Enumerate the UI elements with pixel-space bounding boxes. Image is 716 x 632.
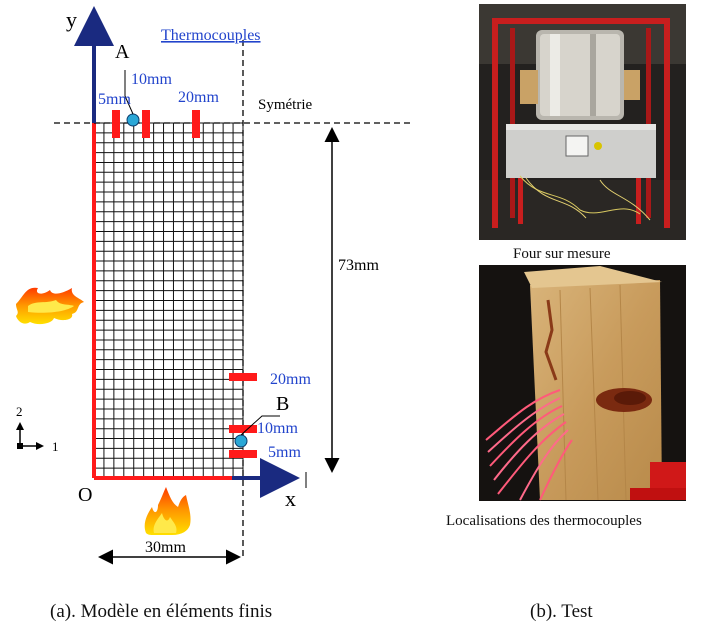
right-label-10mm: 10mm — [257, 420, 298, 437]
y-axis-label: y — [66, 7, 77, 32]
thermocouple-right-10mm — [229, 425, 257, 433]
x-axis-label: x — [285, 486, 296, 511]
point-a-leader — [124, 70, 134, 115]
flame-bottom-icon — [144, 487, 191, 535]
wood-photo — [479, 265, 686, 501]
sensor-point-b — [234, 434, 248, 448]
thermocouple-top-20mm — [192, 110, 200, 138]
oven-photo-caption: Four sur mesure — [513, 246, 611, 262]
right-label-20mm: 20mm — [270, 371, 311, 388]
oven-photo — [479, 4, 686, 240]
thermocouples-link[interactable]: Thermocouples — [161, 27, 261, 44]
point-b-leader — [240, 415, 280, 436]
triad-label-2: 2 — [16, 404, 23, 419]
sensor-point-a — [126, 113, 140, 127]
point-a-label: A — [115, 41, 130, 63]
caption-right: (b). Test — [530, 601, 593, 622]
origin-label: O — [78, 484, 92, 506]
top-label-20mm: 20mm — [178, 89, 219, 106]
point-b-label: B — [276, 393, 289, 415]
thermocouple-top-10mm — [142, 110, 150, 138]
thermocouple-top-5mm — [112, 110, 120, 138]
triad-label-1: 1 — [52, 439, 59, 454]
height-label: 73mm — [338, 257, 379, 274]
flame-left-icon — [16, 287, 84, 325]
right-label-5mm: 5mm — [268, 444, 301, 461]
caption-left: (a). Modèle en éléments finis — [50, 601, 272, 622]
symmetry-label: Symétrie — [258, 97, 312, 113]
thermocouple-right-5mm — [229, 450, 257, 458]
thermocouple-right-20mm — [229, 373, 257, 381]
coordinate-triad: 2 1 — [16, 404, 59, 454]
top-label-10mm: 10mm — [131, 71, 172, 88]
width-label: 30mm — [145, 539, 186, 556]
wood-photo-caption: Localisations des thermocouples — [446, 513, 642, 529]
mesh-grid — [93, 122, 244, 479]
top-label-5mm: 5mm — [98, 91, 131, 108]
